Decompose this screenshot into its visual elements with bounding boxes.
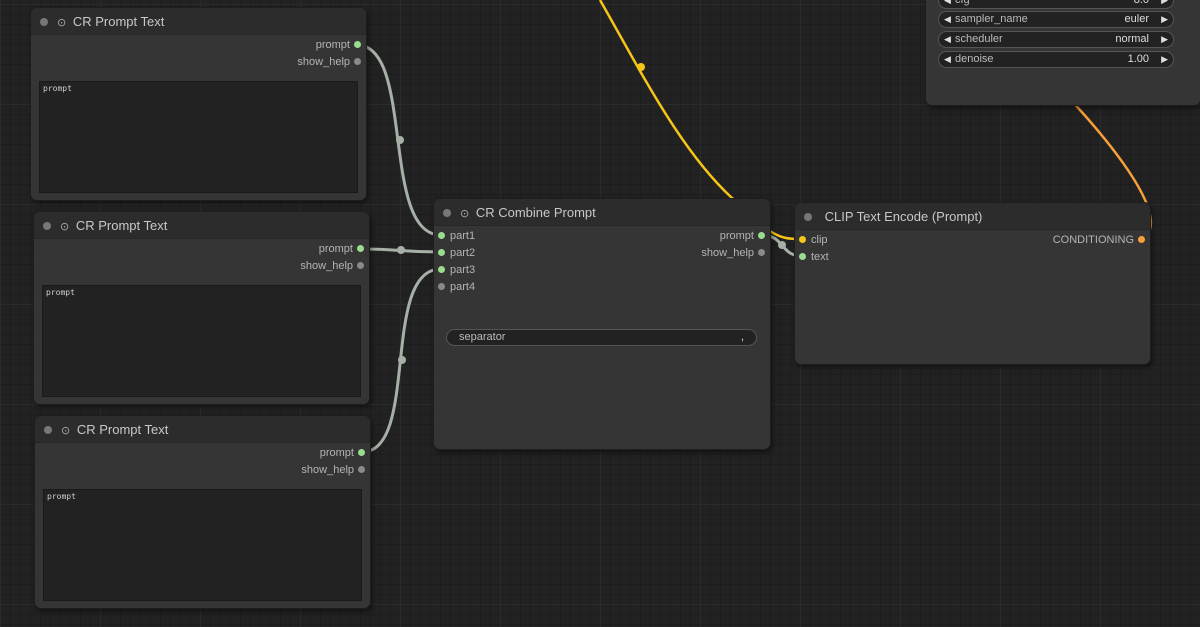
collapse-dot-icon[interactable] (44, 425, 52, 434)
decrement-arrow-icon[interactable]: ◀ (944, 34, 951, 44)
output-slot-icon[interactable] (358, 466, 365, 473)
wire-prompt3-to-part3 (361, 267, 442, 454)
output-prompt[interactable]: prompt (315, 39, 350, 51)
output-show-help[interactable]: show_help (301, 464, 354, 476)
output-slot-icon[interactable] (354, 58, 361, 65)
cfg-widget[interactable]: ◀ cfg 8.0 ▶ (938, 0, 1174, 9)
ksampler-node[interactable]: ◀ cfg 8.0 ▶ ◀ sampler_name euler ▶ ◀ sch… (926, 0, 1200, 105)
output-slot-icon[interactable] (357, 262, 364, 269)
wire-midpoint[interactable] (637, 63, 645, 71)
prompt-textarea[interactable]: prompt (43, 489, 362, 601)
node-header[interactable]: CLIP Text Encode (Prompt) (795, 203, 1150, 230)
cr-prompt-text-node-2[interactable]: ⊙ CR Prompt Text prompt show_help prompt (34, 212, 369, 404)
wire-prompt1-to-part1 (356, 43, 442, 237)
output-conditioning[interactable]: CONDITIONING (1052, 234, 1134, 246)
input-slot-icon[interactable] (438, 232, 445, 239)
input-part1[interactable]: part1 (450, 230, 476, 242)
output-show-help[interactable]: show_help (701, 247, 754, 259)
output-show-help[interactable]: show_help (297, 56, 350, 68)
cr-prompt-text-node-3[interactable]: ⊙ CR Prompt Text prompt show_help prompt (35, 416, 370, 608)
decrement-arrow-icon[interactable]: ◀ (944, 0, 951, 5)
scheduler-widget[interactable]: ◀ scheduler normal ▶ (938, 31, 1174, 48)
node-header[interactable]: ⊙ CR Combine Prompt (434, 199, 770, 226)
prompt-textarea[interactable]: prompt (39, 81, 358, 193)
input-part3[interactable]: part3 (450, 264, 476, 276)
badge-icon: ⊙ (460, 208, 470, 220)
output-prompt[interactable]: prompt (318, 243, 353, 255)
wire-midpoint[interactable] (778, 241, 786, 249)
cr-prompt-text-node-1[interactable]: ⊙ CR Prompt Text prompt show_help prompt (31, 8, 366, 200)
wire-midpoint[interactable] (396, 136, 404, 144)
decrement-arrow-icon[interactable]: ◀ (944, 14, 951, 24)
input-slot-icon[interactable] (438, 249, 445, 256)
separator-field[interactable]: separator , (446, 329, 757, 346)
input-slot-icon[interactable] (438, 266, 445, 273)
output-slot-icon[interactable] (758, 249, 765, 256)
increment-arrow-icon[interactable]: ▶ (1161, 0, 1168, 5)
output-slot-icon[interactable] (758, 232, 765, 239)
input-part2[interactable]: part2 (450, 247, 476, 259)
collapse-dot-icon[interactable] (443, 208, 451, 217)
node-title: CR Prompt Text (75, 218, 168, 233)
sampler-name-widget[interactable]: ◀ sampler_name euler ▶ (938, 11, 1174, 28)
input-clip[interactable]: clip (811, 234, 828, 246)
collapse-dot-icon[interactable] (43, 221, 51, 230)
node-title: CR Prompt Text (72, 14, 165, 29)
input-slot-icon[interactable] (799, 253, 806, 260)
output-prompt[interactable]: prompt (719, 230, 754, 242)
output-slot-icon[interactable] (354, 41, 361, 48)
collapse-dot-icon[interactable] (804, 212, 812, 221)
node-title: CR Prompt Text (76, 422, 169, 437)
decrement-arrow-icon[interactable]: ◀ (944, 54, 951, 64)
wire-midpoint[interactable] (398, 356, 406, 364)
cr-combine-prompt-node[interactable]: ⊙ CR Combine Prompt part1 part2 part3 pa… (434, 199, 770, 449)
badge-icon: ⊙ (61, 425, 71, 437)
input-part4[interactable]: part4 (450, 281, 476, 293)
collapse-dot-icon[interactable] (40, 17, 48, 26)
output-show-help[interactable]: show_help (300, 260, 353, 272)
wire-midpoint[interactable] (397, 246, 405, 254)
clip-text-encode-node[interactable]: CLIP Text Encode (Prompt) clip text COND… (795, 203, 1150, 364)
input-text[interactable]: text (811, 251, 829, 263)
prompt-textarea[interactable]: prompt (42, 285, 361, 397)
increment-arrow-icon[interactable]: ▶ (1161, 54, 1168, 64)
node-header[interactable]: ⊙ CR Prompt Text (35, 416, 370, 443)
output-slot-icon[interactable] (1138, 236, 1145, 243)
output-slot-icon[interactable] (358, 449, 365, 456)
increment-arrow-icon[interactable]: ▶ (1161, 34, 1168, 44)
node-title: CLIP Text Encode (Prompt) (824, 209, 983, 224)
badge-icon: ⊙ (60, 221, 70, 233)
output-prompt[interactable]: prompt (319, 447, 354, 459)
denoise-widget[interactable]: ◀ denoise 1.00 ▶ (938, 51, 1174, 68)
input-slot-icon[interactable] (438, 283, 445, 290)
wire-prompt2-to-part2 (360, 247, 442, 254)
increment-arrow-icon[interactable]: ▶ (1161, 14, 1168, 24)
badge-icon: ⊙ (57, 17, 67, 29)
node-header[interactable]: ⊙ CR Prompt Text (31, 8, 366, 35)
input-slot-icon[interactable] (799, 236, 806, 243)
node-title: CR Combine Prompt (475, 205, 596, 220)
output-slot-icon[interactable] (357, 245, 364, 252)
node-header[interactable]: ⊙ CR Prompt Text (34, 212, 369, 239)
